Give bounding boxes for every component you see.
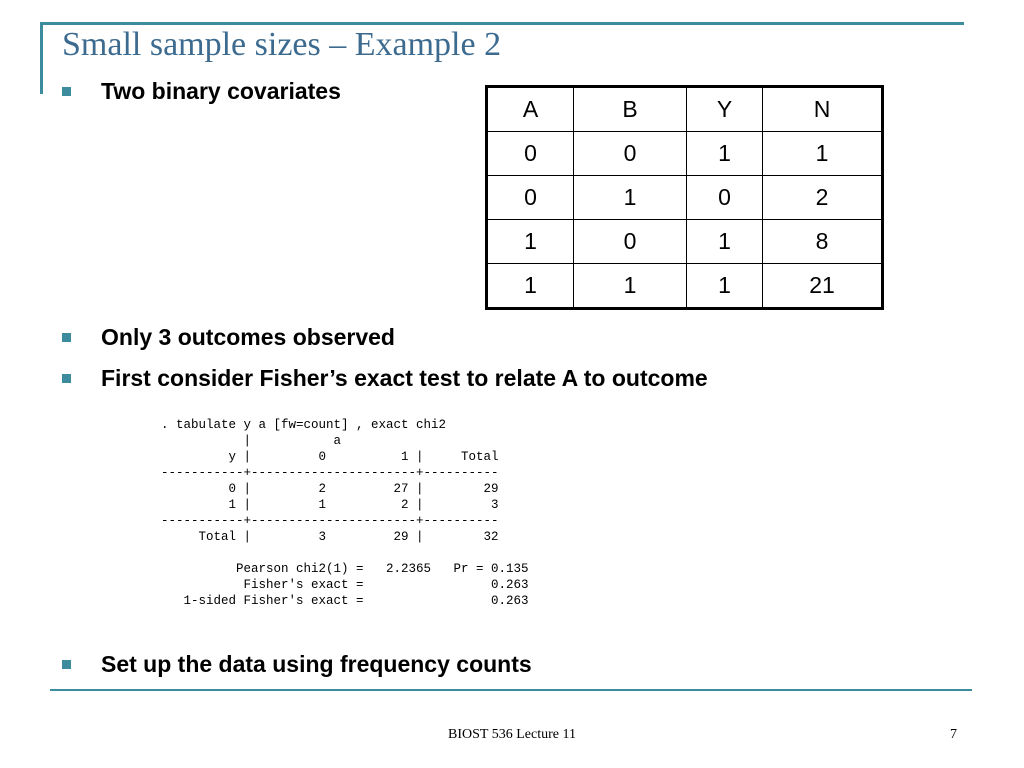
table-row: 1 1 1 21 [486, 263, 883, 309]
table-cell: 0 [486, 175, 574, 220]
table-row: 0 0 1 1 [486, 131, 883, 176]
bullet-item: Two binary covariates [62, 78, 341, 105]
bullet-text: First consider Fisher’s exact test to re… [101, 365, 708, 391]
output-line: | a [161, 434, 342, 448]
square-bullet-icon [62, 660, 71, 669]
table-row: 1 0 1 8 [486, 219, 883, 264]
table-cell: 1 [686, 131, 763, 176]
stata-output: . tabulate y a [fw=count] , exact chi2 |… [161, 417, 529, 609]
bullet-text: Two binary covariates [101, 78, 341, 104]
table-cell: 2 [762, 175, 883, 220]
square-bullet-icon [62, 374, 71, 383]
output-line: Fisher's exact = 0.263 [161, 578, 529, 592]
left-rule [40, 22, 43, 94]
bullet-item: Only 3 outcomes observed [62, 324, 395, 351]
output-line: -----------+----------------------+-----… [161, 466, 499, 480]
bottom-rule [50, 689, 972, 691]
table-cell: 1 [573, 175, 687, 220]
output-line: . tabulate y a [fw=count] , exact chi2 [161, 418, 447, 432]
table-header-cell: Y [686, 86, 763, 132]
square-bullet-icon [62, 333, 71, 342]
table-cell: 0 [486, 131, 574, 176]
output-line: Total | 3 29 | 32 [161, 530, 499, 544]
table-header-cell: N [762, 86, 883, 132]
table-row: 0 1 0 2 [486, 175, 883, 220]
table-cell: 1 [686, 219, 763, 264]
bullet-item: First consider Fisher’s exact test to re… [62, 365, 708, 392]
table-cell: 0 [686, 175, 763, 220]
output-line: y | 0 1 | Total [161, 450, 499, 464]
table-cell: 21 [762, 263, 883, 309]
square-bullet-icon [62, 87, 71, 96]
footer-text: BIOST 536 Lecture 11 [448, 727, 576, 742]
page-number: 7 [950, 727, 957, 742]
slide-title: Small sample sizes – Example 2 [62, 26, 502, 63]
table-cell: 1 [573, 263, 687, 309]
bullet-item: Set up the data using frequency counts [62, 651, 532, 678]
output-line: Pearson chi2(1) = 2.2365 Pr = 0.135 [161, 562, 529, 576]
table-cell: 0 [573, 219, 687, 264]
output-line: 1-sided Fisher's exact = 0.263 [161, 594, 529, 608]
table-cell: 1 [686, 263, 763, 309]
table-cell: 1 [486, 263, 574, 309]
table-cell: 1 [486, 219, 574, 264]
output-line: 0 | 2 27 | 29 [161, 482, 499, 496]
table-header-cell: A [486, 86, 574, 132]
table-header-cell: B [573, 86, 687, 132]
bullet-text: Only 3 outcomes observed [101, 324, 395, 350]
table-cell: 0 [573, 131, 687, 176]
output-line: 1 | 1 2 | 3 [161, 498, 499, 512]
table-cell: 8 [762, 219, 883, 264]
table-header-row: A B Y N [486, 86, 883, 132]
output-line: -----------+----------------------+-----… [161, 514, 499, 528]
data-table: A B Y N 0 0 1 1 0 1 0 2 1 0 1 8 1 1 1 21 [485, 85, 884, 310]
top-rule [40, 22, 964, 25]
bullet-text: Set up the data using frequency counts [101, 651, 532, 677]
table-cell: 1 [762, 131, 883, 176]
